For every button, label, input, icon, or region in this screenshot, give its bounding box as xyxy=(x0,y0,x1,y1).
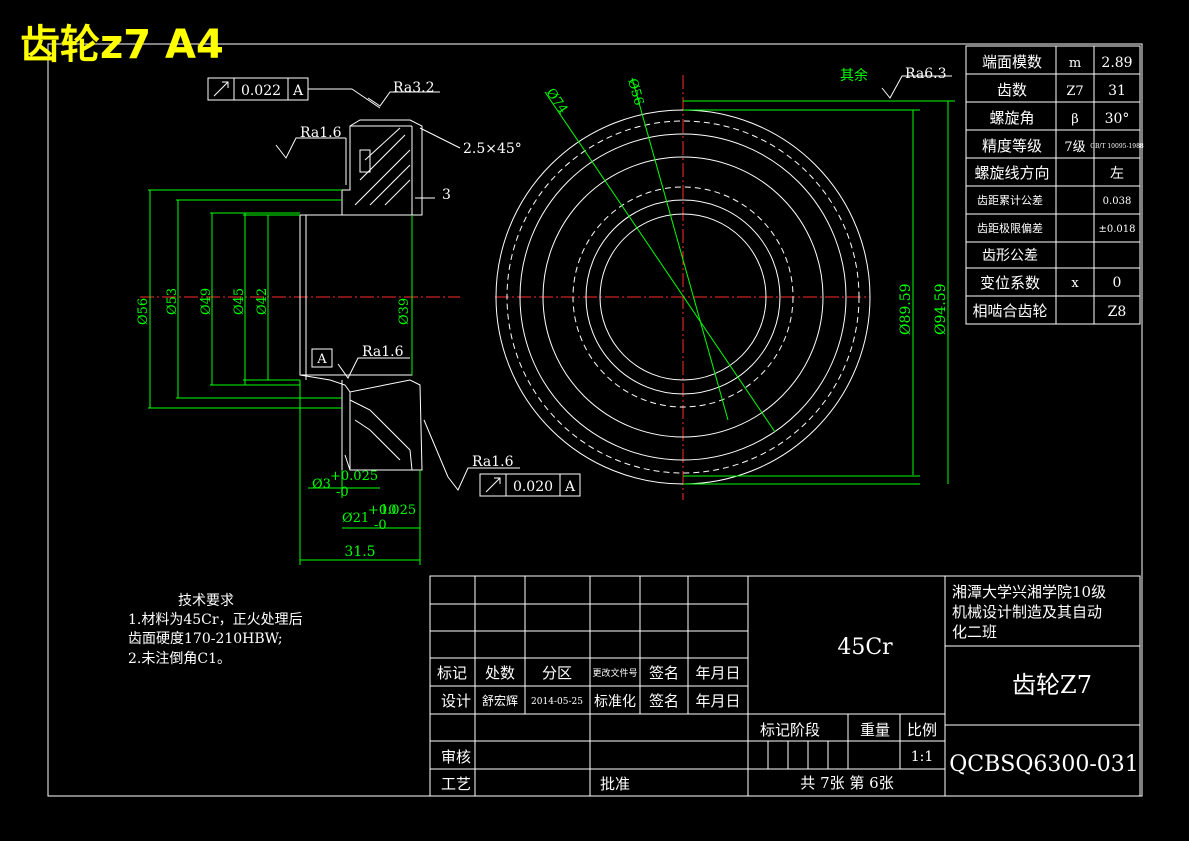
param-name: 齿距极限偏差 xyxy=(977,221,1043,235)
param-value: 31 xyxy=(1108,83,1126,99)
dim-d56-front: Ø56 xyxy=(624,77,646,107)
title-block: 标记 处数 分区 更改文件号 签名 年月日 设计 舒宏辉 2014-05-25 … xyxy=(429,575,1141,797)
dim-d3-lower: -0 xyxy=(336,485,349,500)
param-value: 30° xyxy=(1105,111,1130,127)
runout-top-tolerance: 0.022 xyxy=(241,83,281,99)
tb-approve: 批准 xyxy=(600,775,630,793)
dim-d21-upper: +0.025 xyxy=(368,503,416,518)
param-value: 2.89 xyxy=(1101,55,1132,71)
param-name: 齿数 xyxy=(997,81,1027,99)
dim-d49: Ø49 xyxy=(199,288,214,315)
tech-line-3: 2.未注倒角C1。 xyxy=(128,651,231,667)
runout-top-datum: A xyxy=(292,83,304,99)
param-name: 螺旋角 xyxy=(989,109,1034,127)
gear-front-view: Ø74 Ø56 Ø89.59 Ø94.59 其余 Ra6.3 xyxy=(495,66,955,500)
param-symbol: m xyxy=(1069,56,1081,71)
tb-school-2: 机械设计制造及其自动 xyxy=(952,603,1102,621)
tb-material: 45Cr xyxy=(837,635,893,660)
dim-d94-59: Ø94.59 xyxy=(933,283,949,335)
roughness-bottom: Ra1.6 xyxy=(472,454,514,470)
tb-sheets: 共 7张 第 6张 xyxy=(800,774,893,792)
dim-d21: Ø21 xyxy=(342,511,369,526)
param-name: 齿距累计公差 xyxy=(977,193,1043,207)
param-name: 精度等级 xyxy=(982,137,1042,155)
sheet-title: 齿轮z7 A4 xyxy=(20,22,224,68)
gear-parameter-table: 端面模数 m 2.89 齿数 Z7 31 螺旋角 β 30° 精度等级 7级 G… xyxy=(965,45,1144,325)
tech-heading: 技术要求 xyxy=(178,593,234,609)
tb-ratio: 比例 xyxy=(907,721,937,739)
dim-d3: Ø3 xyxy=(312,477,331,492)
tb-date: 年月日 xyxy=(695,664,740,682)
param-name: 螺旋线方向 xyxy=(974,164,1049,182)
remaining-label: 其余 xyxy=(840,67,868,84)
datum-a-label: A xyxy=(316,352,327,367)
tb-date-2: 年月日 xyxy=(695,692,740,710)
dim-d89-59: Ø89.59 xyxy=(898,283,914,335)
tb-sign: 签名 xyxy=(649,664,679,682)
roughness-bore: Ra1.6 xyxy=(362,344,404,360)
param-value: Z8 xyxy=(1108,304,1127,320)
roughness-remaining: Ra6.3 xyxy=(905,66,946,82)
runout-bottom-tolerance: 0.020 xyxy=(513,479,553,495)
param-symbol: β xyxy=(1071,112,1079,127)
dim-3: 3 xyxy=(442,187,451,203)
tb-part-name: 齿轮Z7 xyxy=(1012,671,1092,699)
param-value: 0.038 xyxy=(1103,196,1132,207)
param-symbol: 7级 xyxy=(1064,140,1085,155)
tb-design: 设计 xyxy=(441,692,471,710)
tb-zone: 分区 xyxy=(542,664,572,682)
dim-d21-extra: 10 xyxy=(380,503,397,518)
runout-bottom-datum: A xyxy=(564,479,576,495)
roughness-left: Ra1.6 xyxy=(300,125,342,141)
param-symbol: Z7 xyxy=(1066,84,1083,99)
tb-scale: 1:1 xyxy=(911,749,934,765)
dim-d74: Ø74 xyxy=(543,86,571,117)
dim-d56: Ø56 xyxy=(136,298,151,325)
tb-design-date: 2014-05-25 xyxy=(531,697,583,707)
gear-section-view: Ø56 Ø53 Ø49 Ø45 Ø42 Ø39 0.022 A Ra3.2 2.… xyxy=(136,77,581,565)
param-value: GB/T 10095-1988 xyxy=(1090,143,1144,150)
dim-d45: Ø45 xyxy=(232,288,247,315)
tb-process: 工艺 xyxy=(441,775,471,793)
dim-31-5: 31.5 xyxy=(344,544,375,560)
tb-weight: 重量 xyxy=(860,721,890,739)
tb-drawing-number: QCBSQ6300-031 xyxy=(949,752,1139,777)
param-name: 端面模数 xyxy=(982,53,1042,71)
tb-review: 审核 xyxy=(441,748,471,766)
dim-d42: Ø42 xyxy=(255,288,270,315)
tb-designer: 舒宏辉 xyxy=(482,693,518,708)
dim-d53: Ø53 xyxy=(165,288,180,315)
tb-sign-2: 签名 xyxy=(649,692,679,710)
tb-school-1: 湘潭大学兴湘学院10级 xyxy=(952,583,1106,601)
param-value: 0 xyxy=(1113,275,1122,291)
tb-change-doc: 更改文件号 xyxy=(592,667,637,679)
tech-line-1: 1.材料为45Cr，正火处理后 xyxy=(128,612,303,628)
param-name: 齿形公差 xyxy=(982,248,1038,264)
dim-d21-lower: -0 xyxy=(374,518,387,533)
param-symbol: x xyxy=(1071,276,1079,291)
tb-count: 处数 xyxy=(485,664,515,682)
roughness-top: Ra3.2 xyxy=(393,80,434,96)
tb-mark: 标记 xyxy=(437,664,467,682)
chamfer-label: 2.5×45° xyxy=(463,141,522,157)
tb-standard: 标准化 xyxy=(594,694,636,710)
drawing-frame xyxy=(47,43,1143,797)
param-value: 左 xyxy=(1110,166,1124,182)
dim-d39: Ø39 xyxy=(397,298,412,325)
runout-frame-bottom xyxy=(479,473,581,497)
tb-stage: 标记阶段 xyxy=(760,721,820,739)
param-name: 变位系数 xyxy=(980,274,1040,292)
dim-d3-upper: +0.025 xyxy=(330,469,378,484)
param-value: ±0.018 xyxy=(1098,224,1135,235)
technical-requirements: 技术要求 1.材料为45Cr，正火处理后 齿面硬度170-210HBW; 2.未… xyxy=(128,593,303,667)
param-name: 相啮合齿轮 xyxy=(972,302,1047,320)
tb-school-3: 化二班 xyxy=(952,623,997,641)
datum-a-box xyxy=(311,348,333,368)
tech-line-2: 齿面硬度170-210HBW; xyxy=(128,631,283,647)
